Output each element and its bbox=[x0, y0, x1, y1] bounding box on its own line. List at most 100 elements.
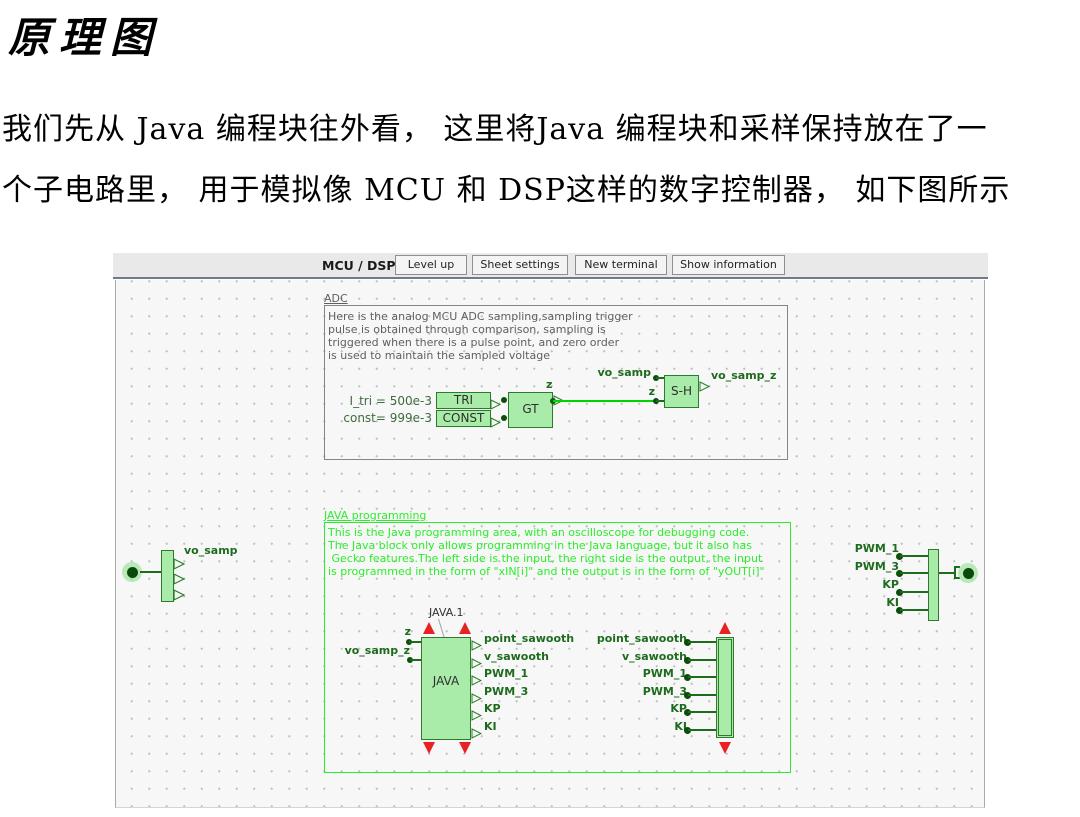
java-description-line: This is the Java programming area, with … bbox=[328, 526, 750, 539]
java-groupbox[interactable] bbox=[324, 522, 791, 773]
port-chevron-icon bbox=[699, 377, 711, 396]
wire bbox=[900, 555, 928, 557]
junction-dot bbox=[501, 397, 507, 403]
java-out-label: KP bbox=[484, 702, 501, 715]
scope-in-label: KI bbox=[674, 720, 687, 733]
port-chevron-icon bbox=[471, 671, 483, 690]
junction-dot bbox=[684, 674, 691, 681]
wire bbox=[656, 377, 664, 379]
tri-param-label: I_tri = 500e-3 bbox=[349, 394, 432, 408]
adc-description: Here is the analog MCU ADC sampling,samp… bbox=[328, 310, 633, 362]
junction-dot bbox=[896, 607, 903, 614]
port-chevron-icon bbox=[471, 689, 483, 708]
output-net-label: KI bbox=[886, 596, 899, 609]
wire bbox=[410, 659, 421, 661]
input-terminal-label: vo_samp bbox=[184, 544, 238, 557]
red-arrow-down-icon bbox=[719, 742, 731, 754]
vo-samp-net-label: vo_samp bbox=[597, 366, 651, 379]
port-chevron-icon bbox=[471, 636, 483, 655]
java-block-label: JAVA bbox=[432, 674, 460, 688]
new-terminal-button[interactable]: New terminal bbox=[575, 255, 667, 275]
adc-description-line: pulse is obtained through comparison, sa… bbox=[328, 323, 606, 336]
output-net-label: PWM_1 bbox=[854, 542, 899, 555]
const-block[interactable]: CONST bbox=[436, 410, 491, 427]
vo-samp-z-net-label: vo_samp_z bbox=[711, 369, 777, 382]
scope-block[interactable] bbox=[716, 637, 734, 738]
port-chevron-icon bbox=[490, 395, 502, 414]
wire bbox=[688, 711, 716, 713]
wire bbox=[688, 729, 716, 731]
adc-groupbox[interactable] bbox=[324, 305, 788, 460]
scope-in-label: v_sawooth bbox=[621, 650, 687, 663]
schematic-canvas[interactable]: ADC Here is the analog MCU ADC sampling,… bbox=[115, 280, 985, 808]
z-net-label: z bbox=[546, 378, 553, 391]
wire bbox=[900, 572, 928, 574]
page-title: 原理图 bbox=[8, 13, 162, 62]
adc-group-label: ADC bbox=[324, 292, 348, 305]
red-arrow-up-icon bbox=[459, 622, 471, 634]
junction-dot bbox=[896, 570, 903, 577]
red-arrow-up-icon bbox=[423, 622, 435, 634]
java-out-label: point_sawooth bbox=[484, 632, 575, 645]
java-block[interactable]: JAVA bbox=[421, 637, 471, 740]
output-net-label: KP bbox=[882, 578, 899, 591]
java-group-label: JAVA programming bbox=[324, 509, 427, 522]
junction-dot bbox=[684, 692, 691, 699]
sheet-settings-button[interactable]: Sheet settings bbox=[472, 255, 568, 275]
output-port-block[interactable] bbox=[928, 549, 939, 621]
wire bbox=[409, 641, 421, 643]
toolbar: MCU / DSP Level up Sheet settings New te… bbox=[113, 253, 988, 279]
wire bbox=[656, 400, 664, 402]
java-in-label: vo_samp_z bbox=[344, 644, 410, 657]
scope-in-label: PWM_3 bbox=[642, 685, 687, 698]
scope-inner-frame bbox=[718, 639, 732, 736]
port-chevron-icon bbox=[471, 654, 483, 673]
gt-block[interactable]: GT bbox=[508, 392, 553, 428]
z-net-label: z bbox=[648, 385, 655, 398]
java-block-name: JAVA.1 bbox=[429, 606, 464, 619]
input-terminal[interactable] bbox=[127, 567, 138, 578]
port-chevron-icon bbox=[173, 555, 186, 574]
const-param-label: const= 999e-3 bbox=[343, 411, 432, 425]
tri-block[interactable]: TRI bbox=[436, 392, 491, 409]
signal-wire bbox=[553, 400, 657, 402]
java-in-label: z bbox=[404, 625, 411, 638]
junction-dot bbox=[896, 589, 903, 596]
java-out-label: KI bbox=[484, 720, 497, 733]
junction-dot bbox=[896, 553, 903, 560]
doc-paragraph-line-2: 个子电路里， 用于模拟像 MCU 和 DSP这样的数字控制器， 如下图所示 bbox=[2, 173, 1011, 208]
red-arrow-up-icon bbox=[719, 622, 731, 634]
port-chevron-icon bbox=[173, 570, 186, 589]
wire bbox=[900, 609, 928, 611]
java-out-label: PWM_3 bbox=[484, 685, 529, 698]
show-information-button[interactable]: Show information bbox=[672, 255, 785, 275]
junction-dot bbox=[684, 639, 691, 646]
java-out-label: PWM_1 bbox=[484, 667, 529, 680]
scope-in-label: KP bbox=[670, 702, 687, 715]
output-net-label: PWM_3 bbox=[854, 560, 899, 573]
java-description-line: The Java block only allows programming i… bbox=[328, 539, 752, 552]
junction-dot bbox=[684, 657, 691, 664]
output-terminal[interactable] bbox=[963, 568, 974, 579]
wire bbox=[688, 676, 716, 678]
wire bbox=[140, 571, 161, 573]
scope-in-label: PWM_1 bbox=[642, 667, 687, 680]
junction-dot bbox=[501, 415, 507, 421]
scope-in-label: point_sawooth bbox=[596, 632, 687, 645]
wire bbox=[688, 694, 716, 696]
java-out-label: v_sawooth bbox=[484, 650, 550, 663]
junction-dot bbox=[684, 709, 691, 716]
java-description-line: is programmed in the form of "xIN[i]" an… bbox=[328, 565, 765, 578]
adc-description-line: triggered when there is a pulse point, a… bbox=[328, 336, 620, 349]
port-chevron-icon bbox=[471, 724, 483, 743]
port-chevron-icon bbox=[490, 413, 502, 432]
terminal-connector-icon bbox=[954, 566, 960, 579]
red-arrow-down-icon bbox=[423, 742, 435, 754]
java-description: This is the Java programming area, with … bbox=[328, 526, 765, 578]
sample-hold-block[interactable]: S-H bbox=[664, 375, 699, 408]
wire bbox=[939, 572, 954, 574]
level-up-button[interactable]: Level up bbox=[395, 255, 467, 275]
input-port-block[interactable] bbox=[161, 550, 174, 602]
wire bbox=[688, 659, 716, 661]
